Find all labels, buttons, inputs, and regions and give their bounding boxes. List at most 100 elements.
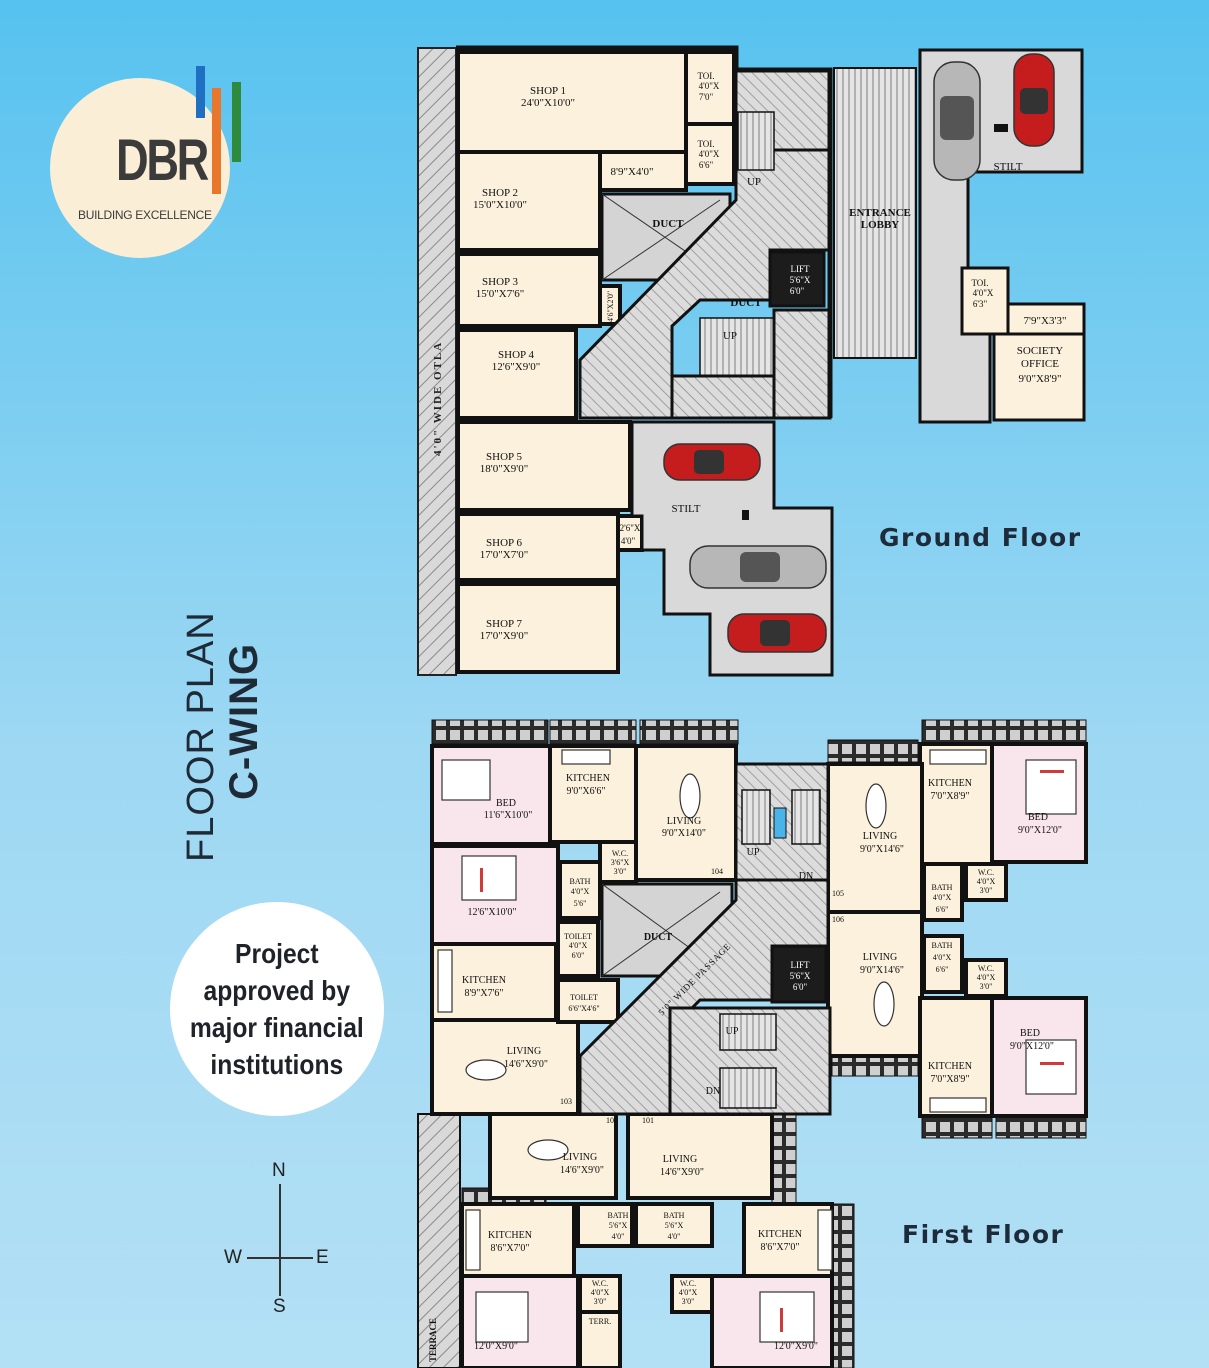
society-size: 9'0"X8'9" — [1019, 373, 1062, 385]
bed-d-name: BED — [1020, 1028, 1040, 1039]
wc-a-name: W.C. — [612, 849, 628, 858]
store-2-6-line-2: 4'0" — [621, 536, 636, 546]
kitchen-f-name: KITCHEN — [758, 1229, 802, 1240]
living-d-size: 9'0"X14'6" — [860, 965, 904, 976]
logo-letters: DBR — [116, 128, 209, 193]
society-line-2: OFFICE — [1021, 358, 1059, 370]
living-c-name: LIVING — [863, 831, 897, 842]
unit-102: 102 — [606, 1116, 618, 1125]
up-first-2: UP — [726, 1026, 739, 1037]
living-f-name: LIVING — [663, 1154, 697, 1165]
bed-a-name: BED — [496, 798, 516, 809]
logo-tagline: BUILDING EXCELLENCE — [78, 208, 212, 222]
otla-label: 4'0" WIDE OTLA — [432, 341, 444, 456]
shop-2-size: 15'0"X10'0" — [473, 199, 527, 211]
stilt-label-1: STILT — [994, 161, 1023, 173]
wc-f-size: 4'0"X — [679, 1288, 698, 1297]
bath-c-size2: 6'6" — [936, 905, 949, 914]
kitchen-a-name: KITCHEN — [566, 773, 610, 784]
bed-a-size: 11'6"X10'0" — [484, 810, 533, 821]
approval-badge-text: Project approved by major financial inst… — [190, 938, 364, 1080]
logo-bar-orange — [212, 88, 221, 194]
lift-ground — [768, 250, 826, 308]
living-e-name: LIVING — [563, 1152, 597, 1163]
shop-7-name: SHOP 7 — [486, 618, 522, 630]
shop-1-size: 24'0"X10'0" — [521, 97, 575, 109]
toilet-1 — [684, 50, 736, 126]
passage-8-9 — [598, 150, 688, 192]
wc-c — [964, 862, 1008, 902]
dn-first-2: DN — [706, 1086, 720, 1097]
shop-6-size: 17'0"X7'0" — [480, 549, 528, 561]
shop-2-name: SHOP 2 — [482, 187, 518, 199]
compass-west: W — [224, 1247, 242, 1268]
logo-bar-green — [232, 82, 241, 162]
first-floor-plan: BED 11'6"X10'0" KITCHEN 9'0"X6'6" LIVING… — [417, 719, 1088, 1368]
bed-f-size: 12'0"X9'0" — [774, 1341, 818, 1352]
car-icon-2 — [933, 61, 981, 181]
bath-d-size: 4'0"X — [933, 953, 952, 962]
lift-name: LIFT — [791, 264, 811, 274]
title-line-2: C-WING — [222, 642, 266, 800]
wc-e-size: 4'0"X — [591, 1288, 610, 1297]
stilt-label-2: STILT — [672, 503, 701, 515]
unit-105: 105 — [832, 889, 844, 898]
terrace-area — [417, 1113, 461, 1368]
shop-4-size: 12'6"X9'0" — [492, 361, 540, 373]
bed-d-size: 9'0"X12'0" — [1010, 1041, 1054, 1052]
toilet-1-size2: 7'0" — [699, 92, 714, 102]
lift-first-name: LIFT — [791, 960, 811, 970]
terr-label: TERR. — [589, 1317, 611, 1326]
shop-6 — [456, 512, 620, 582]
toilet-b — [556, 978, 620, 1024]
wc-a-size2: 3'0" — [614, 867, 627, 876]
toilet-b-size: 6'6"X4'6" — [568, 1004, 599, 1013]
toilet-a-size2: 6'0" — [572, 951, 585, 960]
lift-first — [770, 944, 828, 1004]
living-b-size: 14'6"X9'0" — [504, 1059, 548, 1070]
bed-b-size: 12'6"X10'0" — [468, 907, 517, 918]
wc-c-size2: 3'0" — [980, 886, 993, 895]
passage-diagonal — [578, 148, 832, 420]
bed-e-size: 12'0"X9'0" — [474, 1341, 518, 1352]
duct-first-label: DUCT — [644, 932, 673, 943]
living-e-size: 14'6"X9'0" — [560, 1165, 604, 1176]
shop-3 — [456, 252, 602, 328]
lift-size2: 6'0" — [790, 286, 805, 296]
wc-d-size: 4'0"X — [977, 973, 996, 982]
society-line-1: SOCIETY — [1017, 345, 1064, 357]
bath-c — [922, 862, 964, 922]
wc-f — [670, 1274, 714, 1314]
toilet-3 — [960, 266, 1010, 336]
shop-5 — [456, 420, 632, 512]
kitchen-d-size: 7'0"X8'9" — [931, 1074, 970, 1085]
society-office — [992, 332, 1086, 422]
shop-2 — [456, 150, 602, 252]
toilet-a-size: 4'0"X — [569, 941, 588, 950]
bath-a-name: BATH — [570, 877, 591, 886]
bath-e-size2: 4'0" — [612, 1232, 625, 1241]
wc-a-size: 3'6"X — [611, 858, 630, 867]
car-icon-4 — [689, 545, 827, 589]
toilet-2-name: TOI. — [697, 139, 714, 149]
up-first: UP — [747, 847, 760, 858]
ground-floor-plan: SHOP 1 24'0"X10'0" SHOP 2 15'0"X10'0" SH… — [417, 45, 1086, 677]
wc-e-size2: 3'0" — [594, 1297, 607, 1306]
lift-size1: 5'6"X — [790, 275, 811, 285]
unit-104: 104 — [711, 867, 723, 876]
wc-f-name: W.C. — [680, 1279, 696, 1288]
living-c-size: 9'0"X14'6" — [860, 844, 904, 855]
kitchen-e-size: 8'6"X7'0" — [491, 1243, 530, 1254]
bath-f-size: 5'6"X — [665, 1221, 684, 1230]
living-f-size: 14'6"X9'0" — [660, 1167, 704, 1178]
shop-5-size: 18'0"X9'0" — [480, 463, 528, 475]
bath-a-size2: 5'6" — [574, 899, 587, 908]
kitchen-c-size: 7'0"X8'9" — [931, 791, 970, 802]
passage-size: 8'9"X4'0" — [611, 166, 654, 178]
toilet-3-name: TOI. — [971, 278, 988, 288]
compass-east: E — [316, 1247, 329, 1268]
bath-f — [634, 1202, 714, 1248]
unit-103: 103 — [560, 1097, 572, 1106]
wc-a — [598, 840, 638, 884]
staircase-lower — [699, 317, 775, 377]
